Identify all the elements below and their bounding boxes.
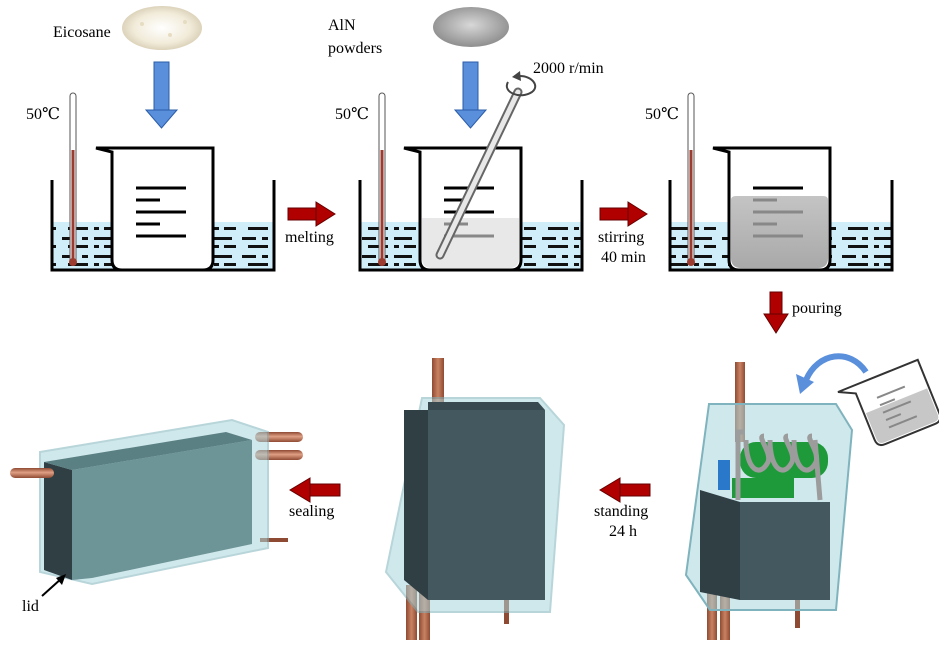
eicosane-powder-icon	[122, 6, 202, 50]
lid-pointer-arrow	[41, 574, 66, 597]
standing-label-line2: 24 h	[609, 523, 637, 540]
aln-label-line1: AlN	[328, 17, 356, 34]
arrow-pouring	[763, 291, 789, 334]
standing-label-line1: standing	[594, 503, 648, 520]
device-filling	[684, 362, 854, 640]
thermometer-3-icon	[687, 92, 695, 266]
arrow-standing	[599, 477, 651, 503]
arrow-sealing	[289, 477, 341, 503]
beaker-1	[95, 146, 215, 272]
speed-label: 2000 r/min	[533, 60, 604, 77]
beaker-3	[712, 146, 832, 272]
temperature-label-3: 50℃	[645, 106, 679, 123]
eicosane-label: Eicosane	[53, 24, 111, 41]
sealing-label: sealing	[289, 503, 334, 520]
stirrer-rod-icon	[435, 71, 537, 260]
pouring-label: pouring	[792, 300, 842, 317]
melting-label: melting	[285, 229, 334, 246]
thermometer-1-icon	[69, 92, 77, 266]
pour-curve-arrow-icon	[796, 353, 869, 394]
lid-label: lid	[22, 598, 39, 615]
pouring-beaker	[837, 358, 939, 447]
stirring-label-line2: 40 min	[601, 249, 646, 266]
thermometer-2-icon	[378, 92, 386, 266]
aln-powder-icon	[433, 7, 509, 47]
temperature-label-1: 50℃	[26, 106, 60, 123]
arrow-stirring	[599, 201, 648, 227]
aln-label-line2: powders	[328, 40, 382, 57]
device-standing	[384, 358, 566, 640]
device-sealed	[10, 418, 303, 586]
arrow-melting	[287, 201, 336, 227]
feed-arrow-1	[144, 61, 179, 129]
temperature-label-2: 50℃	[335, 106, 369, 123]
feed-arrow-2	[453, 61, 488, 129]
stirring-label-line1: stirring	[598, 229, 644, 246]
